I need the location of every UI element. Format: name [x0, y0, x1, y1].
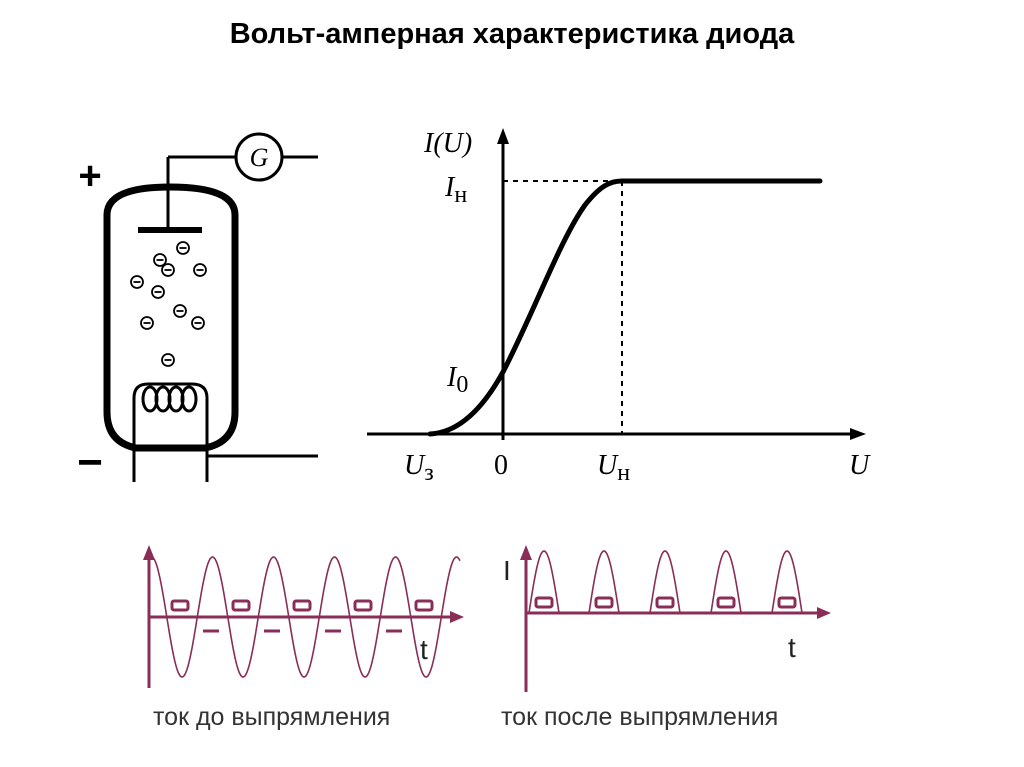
- electron-cloud: [130, 241, 207, 367]
- saturation-voltage-label: Uн: [597, 450, 630, 486]
- after-y-axis-arrow: [520, 545, 532, 560]
- before-y-axis-arrow: [143, 545, 155, 560]
- positive-charge-marker: [414, 599, 434, 612]
- y-axis-label: I(U): [423, 128, 472, 159]
- positive-charge-marker: [231, 599, 251, 612]
- positive-charge-marker: [534, 596, 554, 609]
- electron: [176, 241, 190, 255]
- after-t-label: t: [788, 632, 796, 663]
- before-markers: [170, 599, 434, 633]
- positive-charge-marker: [655, 596, 675, 609]
- electron: [173, 304, 187, 318]
- positive-charge-marker: [292, 599, 312, 612]
- after-markers: [534, 596, 797, 609]
- cathode-filament-frame: [132, 382, 209, 482]
- electron: [161, 263, 175, 277]
- electron: [140, 316, 154, 330]
- before-wave: [148, 556, 461, 678]
- positive-charge-marker: [777, 596, 797, 609]
- after-caption: ток после выпрямления: [501, 703, 778, 731]
- after-x-axis-arrow: [817, 607, 831, 619]
- y-axis-arrow: [497, 128, 509, 144]
- before-caption: ток до выпрямления: [153, 703, 390, 731]
- after-wave: [528, 550, 803, 614]
- positive-charge-marker: [170, 599, 190, 612]
- cutoff-voltage-label: Uз: [404, 450, 434, 486]
- electron: [191, 316, 205, 330]
- electron: [193, 263, 207, 277]
- positive-charge-marker: [716, 596, 736, 609]
- initial-current-label: I0: [446, 362, 468, 398]
- plus-sign: +: [78, 154, 101, 198]
- before-t-label: t: [420, 634, 428, 665]
- saturation-current-label: Iн: [444, 172, 467, 208]
- filament-coil: [141, 385, 198, 413]
- before-rectification-graph: t ток до выпрямления: [143, 545, 464, 731]
- electron: [161, 353, 175, 367]
- after-rectification-graph: I t ток после выпрямления: [501, 545, 831, 731]
- vacuum-diode-tube: G + −: [77, 132, 318, 487]
- x-axis-arrow: [850, 428, 866, 440]
- iv-curve: [427, 178, 823, 437]
- slide-title: Вольт-амперная характеристика диода: [229, 18, 795, 50]
- galvanometer-label: G: [250, 143, 269, 172]
- electron: [151, 285, 165, 299]
- x-axis-label: U: [849, 450, 871, 481]
- iv-characteristic: I(U) Iн I0 Uз 0 Uн U: [367, 128, 871, 486]
- after-i-label: I: [503, 555, 511, 586]
- before-x-axis-arrow: [450, 611, 464, 623]
- zero-label: 0: [494, 450, 508, 481]
- tube-envelope: [103, 183, 239, 452]
- positive-charge-marker: [594, 596, 614, 609]
- electron: [153, 253, 167, 267]
- electron: [130, 275, 144, 289]
- positive-charge-marker: [353, 599, 373, 612]
- minus-sign: −: [77, 438, 103, 487]
